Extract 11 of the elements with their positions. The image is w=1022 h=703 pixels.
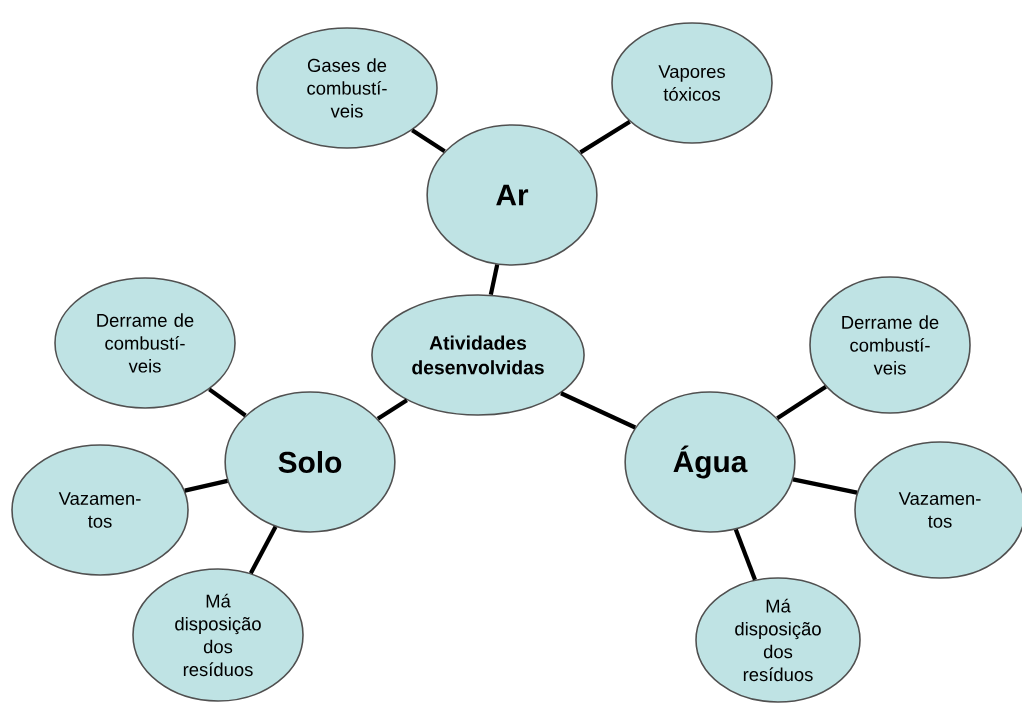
connector-line xyxy=(488,264,500,296)
connector-line xyxy=(184,478,228,493)
connector-line xyxy=(208,387,247,418)
connector-line xyxy=(248,525,278,575)
connector-line xyxy=(733,528,757,581)
connector-line xyxy=(776,384,827,420)
connector-line xyxy=(560,391,637,430)
connector-line xyxy=(376,398,408,421)
connector-line xyxy=(411,128,446,154)
connector-line xyxy=(579,119,631,155)
connector-line xyxy=(792,477,858,495)
